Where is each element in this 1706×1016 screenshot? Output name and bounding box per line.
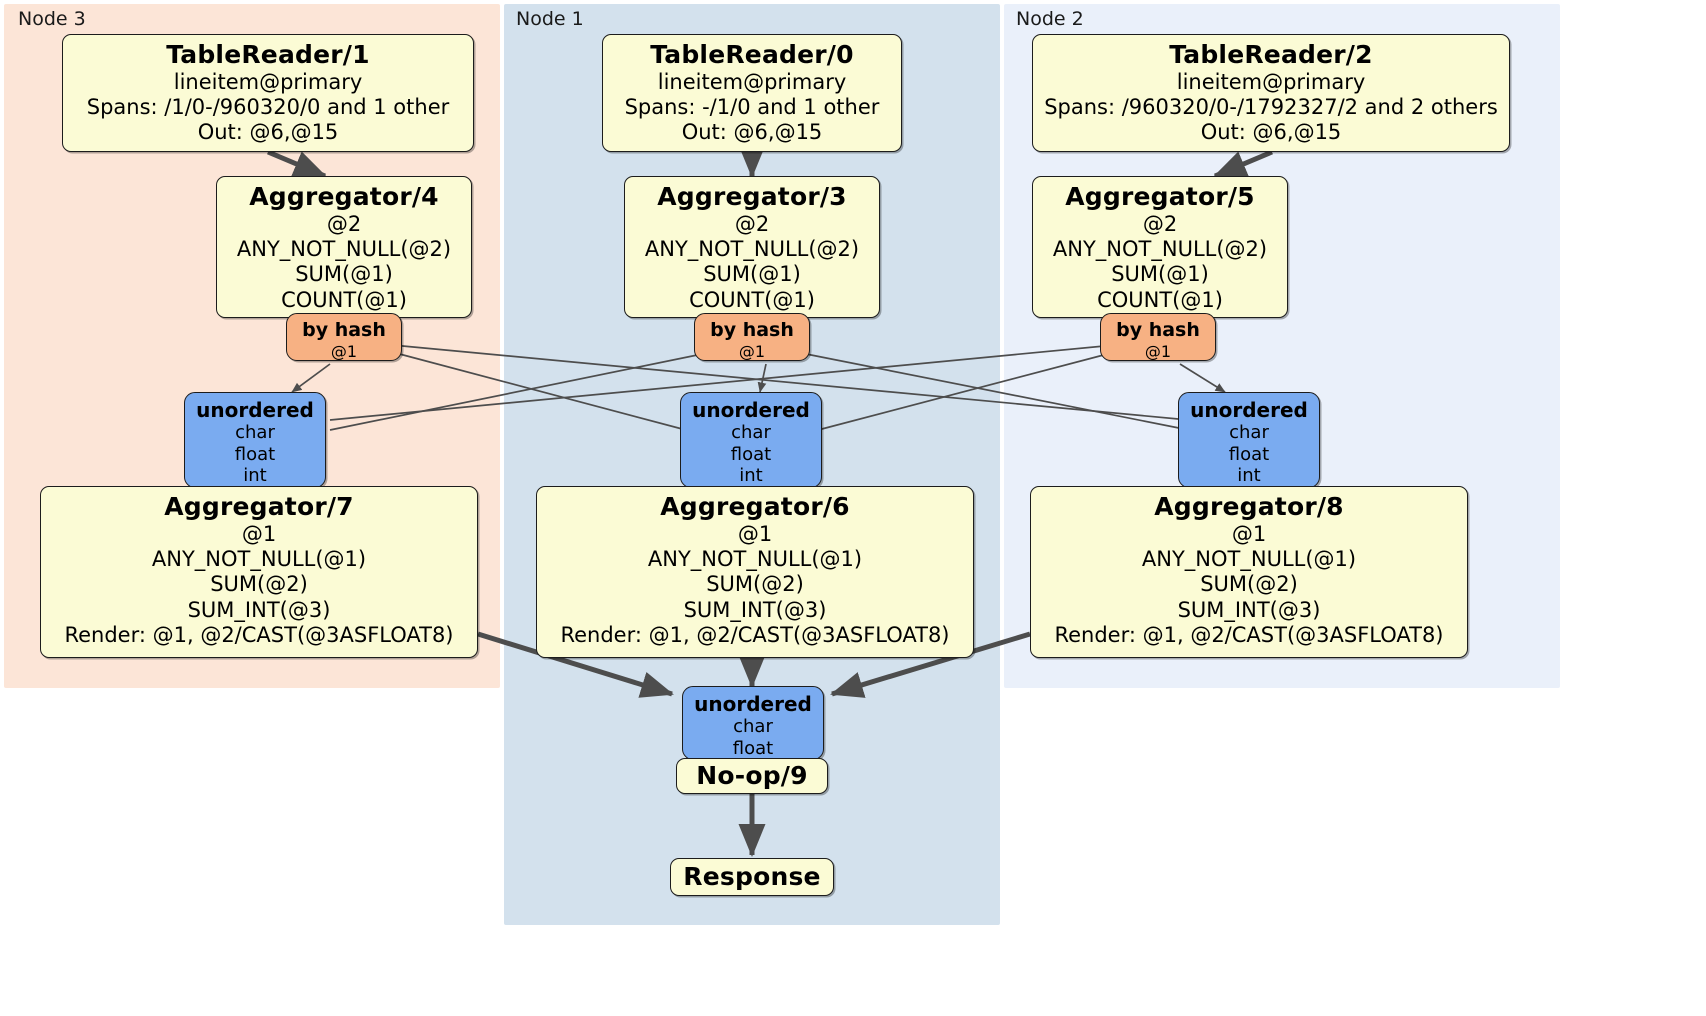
unordered-router-left-line-0: char	[235, 422, 275, 443]
aggregator-4-box[interactable]: Aggregator/4 @2 ANY_NOT_NULL(@2) SUM(@1)…	[216, 176, 472, 318]
hash-router-right-line-0: @1	[1144, 341, 1172, 361]
aggregator-7-line-4: Render: @1, @2/CAST(@3ASFLOAT8)	[64, 622, 454, 647]
unordered-router-final-title: unordered	[694, 692, 812, 716]
panel-node-3-label: Node 3	[18, 8, 86, 30]
hash-router-center[interactable]: by hash @1	[694, 313, 810, 361]
aggregator-6-line-3: SUM_INT(@3)	[683, 597, 827, 622]
hash-router-center-title: by hash	[710, 319, 794, 341]
unordered-router-right-line-0: char	[1229, 422, 1269, 443]
aggregator-6-title: Aggregator/6	[660, 492, 850, 521]
table-reader-0-line-1: Spans: -/1/0 and 1 other	[624, 95, 880, 120]
hash-router-right-title: by hash	[1116, 319, 1200, 341]
aggregator-6-box[interactable]: Aggregator/6 @1 ANY_NOT_NULL(@1) SUM(@2)…	[536, 486, 974, 658]
table-reader-1-line-2: Out: @6,@15	[197, 120, 339, 145]
aggregator-7-title: Aggregator/7	[164, 492, 354, 521]
aggregator-6-line-2: SUM(@2)	[706, 572, 804, 597]
unordered-router-right[interactable]: unordered char float int	[1178, 392, 1320, 488]
hash-router-left-title: by hash	[302, 319, 386, 341]
aggregator-5-line-3: COUNT(@1)	[1097, 287, 1223, 312]
hash-router-left[interactable]: by hash @1	[286, 313, 402, 361]
aggregator-5-line-2: SUM(@1)	[1111, 262, 1209, 287]
table-reader-0-box[interactable]: TableReader/0 lineitem@primary Spans: -/…	[602, 34, 902, 152]
table-reader-1-line-0: lineitem@primary	[173, 70, 363, 94]
aggregator-5-box[interactable]: Aggregator/5 @2 ANY_NOT_NULL(@2) SUM(@1)…	[1032, 176, 1288, 318]
response-title: Response	[683, 862, 821, 891]
aggregator-5-title: Aggregator/5	[1065, 182, 1255, 211]
aggregator-8-line-2: SUM(@2)	[1200, 572, 1298, 597]
aggregator-8-line-3: SUM_INT(@3)	[1177, 597, 1321, 622]
aggregator-7-line-3: SUM_INT(@3)	[187, 597, 331, 622]
aggregator-4-line-3: COUNT(@1)	[281, 287, 407, 312]
unordered-router-left-title: unordered	[196, 398, 314, 422]
aggregator-5-line-1: ANY_NOT_NULL(@2)	[1052, 237, 1268, 262]
aggregator-8-line-0: @1	[1231, 522, 1267, 546]
unordered-router-final-line-0: char	[733, 716, 773, 737]
aggregator-7-line-0: @1	[241, 522, 277, 546]
table-reader-2-title: TableReader/2	[1169, 40, 1373, 69]
unordered-router-center[interactable]: unordered char float int	[680, 392, 822, 488]
table-reader-0-line-0: lineitem@primary	[657, 70, 847, 94]
aggregator-3-line-0: @2	[734, 212, 770, 236]
aggregator-7-line-2: SUM(@2)	[210, 572, 308, 597]
aggregator-4-title: Aggregator/4	[249, 182, 439, 211]
panel-node-2-label: Node 2	[1016, 8, 1084, 30]
panel-node-1-label: Node 1	[516, 8, 584, 30]
aggregator-6-line-0: @1	[737, 522, 773, 546]
aggregator-3-line-3: COUNT(@1)	[689, 287, 815, 312]
aggregator-3-title: Aggregator/3	[657, 182, 847, 211]
unordered-router-center-line-1: float	[730, 443, 772, 465]
aggregator-6-line-1: ANY_NOT_NULL(@1)	[647, 547, 863, 572]
aggregator-6-line-4: Render: @1, @2/CAST(@3ASFLOAT8)	[560, 622, 950, 647]
hash-router-right[interactable]: by hash @1	[1100, 313, 1216, 361]
hash-router-left-line-0: @1	[330, 341, 358, 361]
unordered-router-left-line-2: int	[243, 465, 267, 487]
table-reader-2-line-0: lineitem@primary	[1176, 70, 1366, 94]
unordered-router-final[interactable]: unordered char float	[682, 686, 824, 760]
noop-9-title: No-op/9	[696, 761, 808, 790]
aggregator-4-line-2: SUM(@1)	[295, 262, 393, 287]
unordered-router-left[interactable]: unordered char float int	[184, 392, 326, 488]
aggregator-7-box[interactable]: Aggregator/7 @1 ANY_NOT_NULL(@1) SUM(@2)…	[40, 486, 478, 658]
aggregator-3-box[interactable]: Aggregator/3 @2 ANY_NOT_NULL(@2) SUM(@1)…	[624, 176, 880, 318]
response-box[interactable]: Response	[670, 858, 834, 896]
table-reader-2-line-2: Out: @6,@15	[1200, 120, 1342, 145]
unordered-router-center-title: unordered	[692, 398, 810, 422]
aggregator-5-line-0: @2	[1142, 212, 1178, 236]
unordered-router-right-line-2: int	[1237, 465, 1261, 487]
aggregator-4-line-0: @2	[326, 212, 362, 236]
unordered-router-center-line-2: int	[739, 465, 763, 487]
hash-router-center-line-0: @1	[738, 341, 766, 361]
unordered-router-left-line-1: float	[234, 443, 276, 465]
table-reader-1-title: TableReader/1	[166, 40, 370, 69]
table-reader-0-line-2: Out: @6,@15	[681, 120, 823, 145]
unordered-router-final-line-1: float	[732, 737, 774, 759]
unordered-router-right-line-1: float	[1228, 443, 1270, 465]
table-reader-2-box[interactable]: TableReader/2 lineitem@primary Spans: /9…	[1032, 34, 1510, 152]
unordered-router-right-title: unordered	[1190, 398, 1308, 422]
aggregator-3-line-2: SUM(@1)	[703, 262, 801, 287]
table-reader-0-title: TableReader/0	[650, 40, 854, 69]
aggregator-8-box[interactable]: Aggregator/8 @1 ANY_NOT_NULL(@1) SUM(@2)…	[1030, 486, 1468, 658]
aggregator-8-line-4: Render: @1, @2/CAST(@3ASFLOAT8)	[1054, 622, 1444, 647]
aggregator-8-title: Aggregator/8	[1154, 492, 1344, 521]
aggregator-7-line-1: ANY_NOT_NULL(@1)	[151, 547, 367, 572]
aggregator-3-line-1: ANY_NOT_NULL(@2)	[644, 237, 860, 262]
table-reader-1-box[interactable]: TableReader/1 lineitem@primary Spans: /1…	[62, 34, 474, 152]
aggregator-8-line-1: ANY_NOT_NULL(@1)	[1141, 547, 1357, 572]
table-reader-1-line-1: Spans: /1/0-/960320/0 and 1 other	[86, 95, 450, 120]
noop-9-box[interactable]: No-op/9	[676, 758, 828, 794]
unordered-router-center-line-0: char	[731, 422, 771, 443]
table-reader-2-line-1: Spans: /960320/0-/1792327/2 and 2 others	[1044, 95, 1498, 120]
aggregator-4-line-1: ANY_NOT_NULL(@2)	[236, 237, 452, 262]
